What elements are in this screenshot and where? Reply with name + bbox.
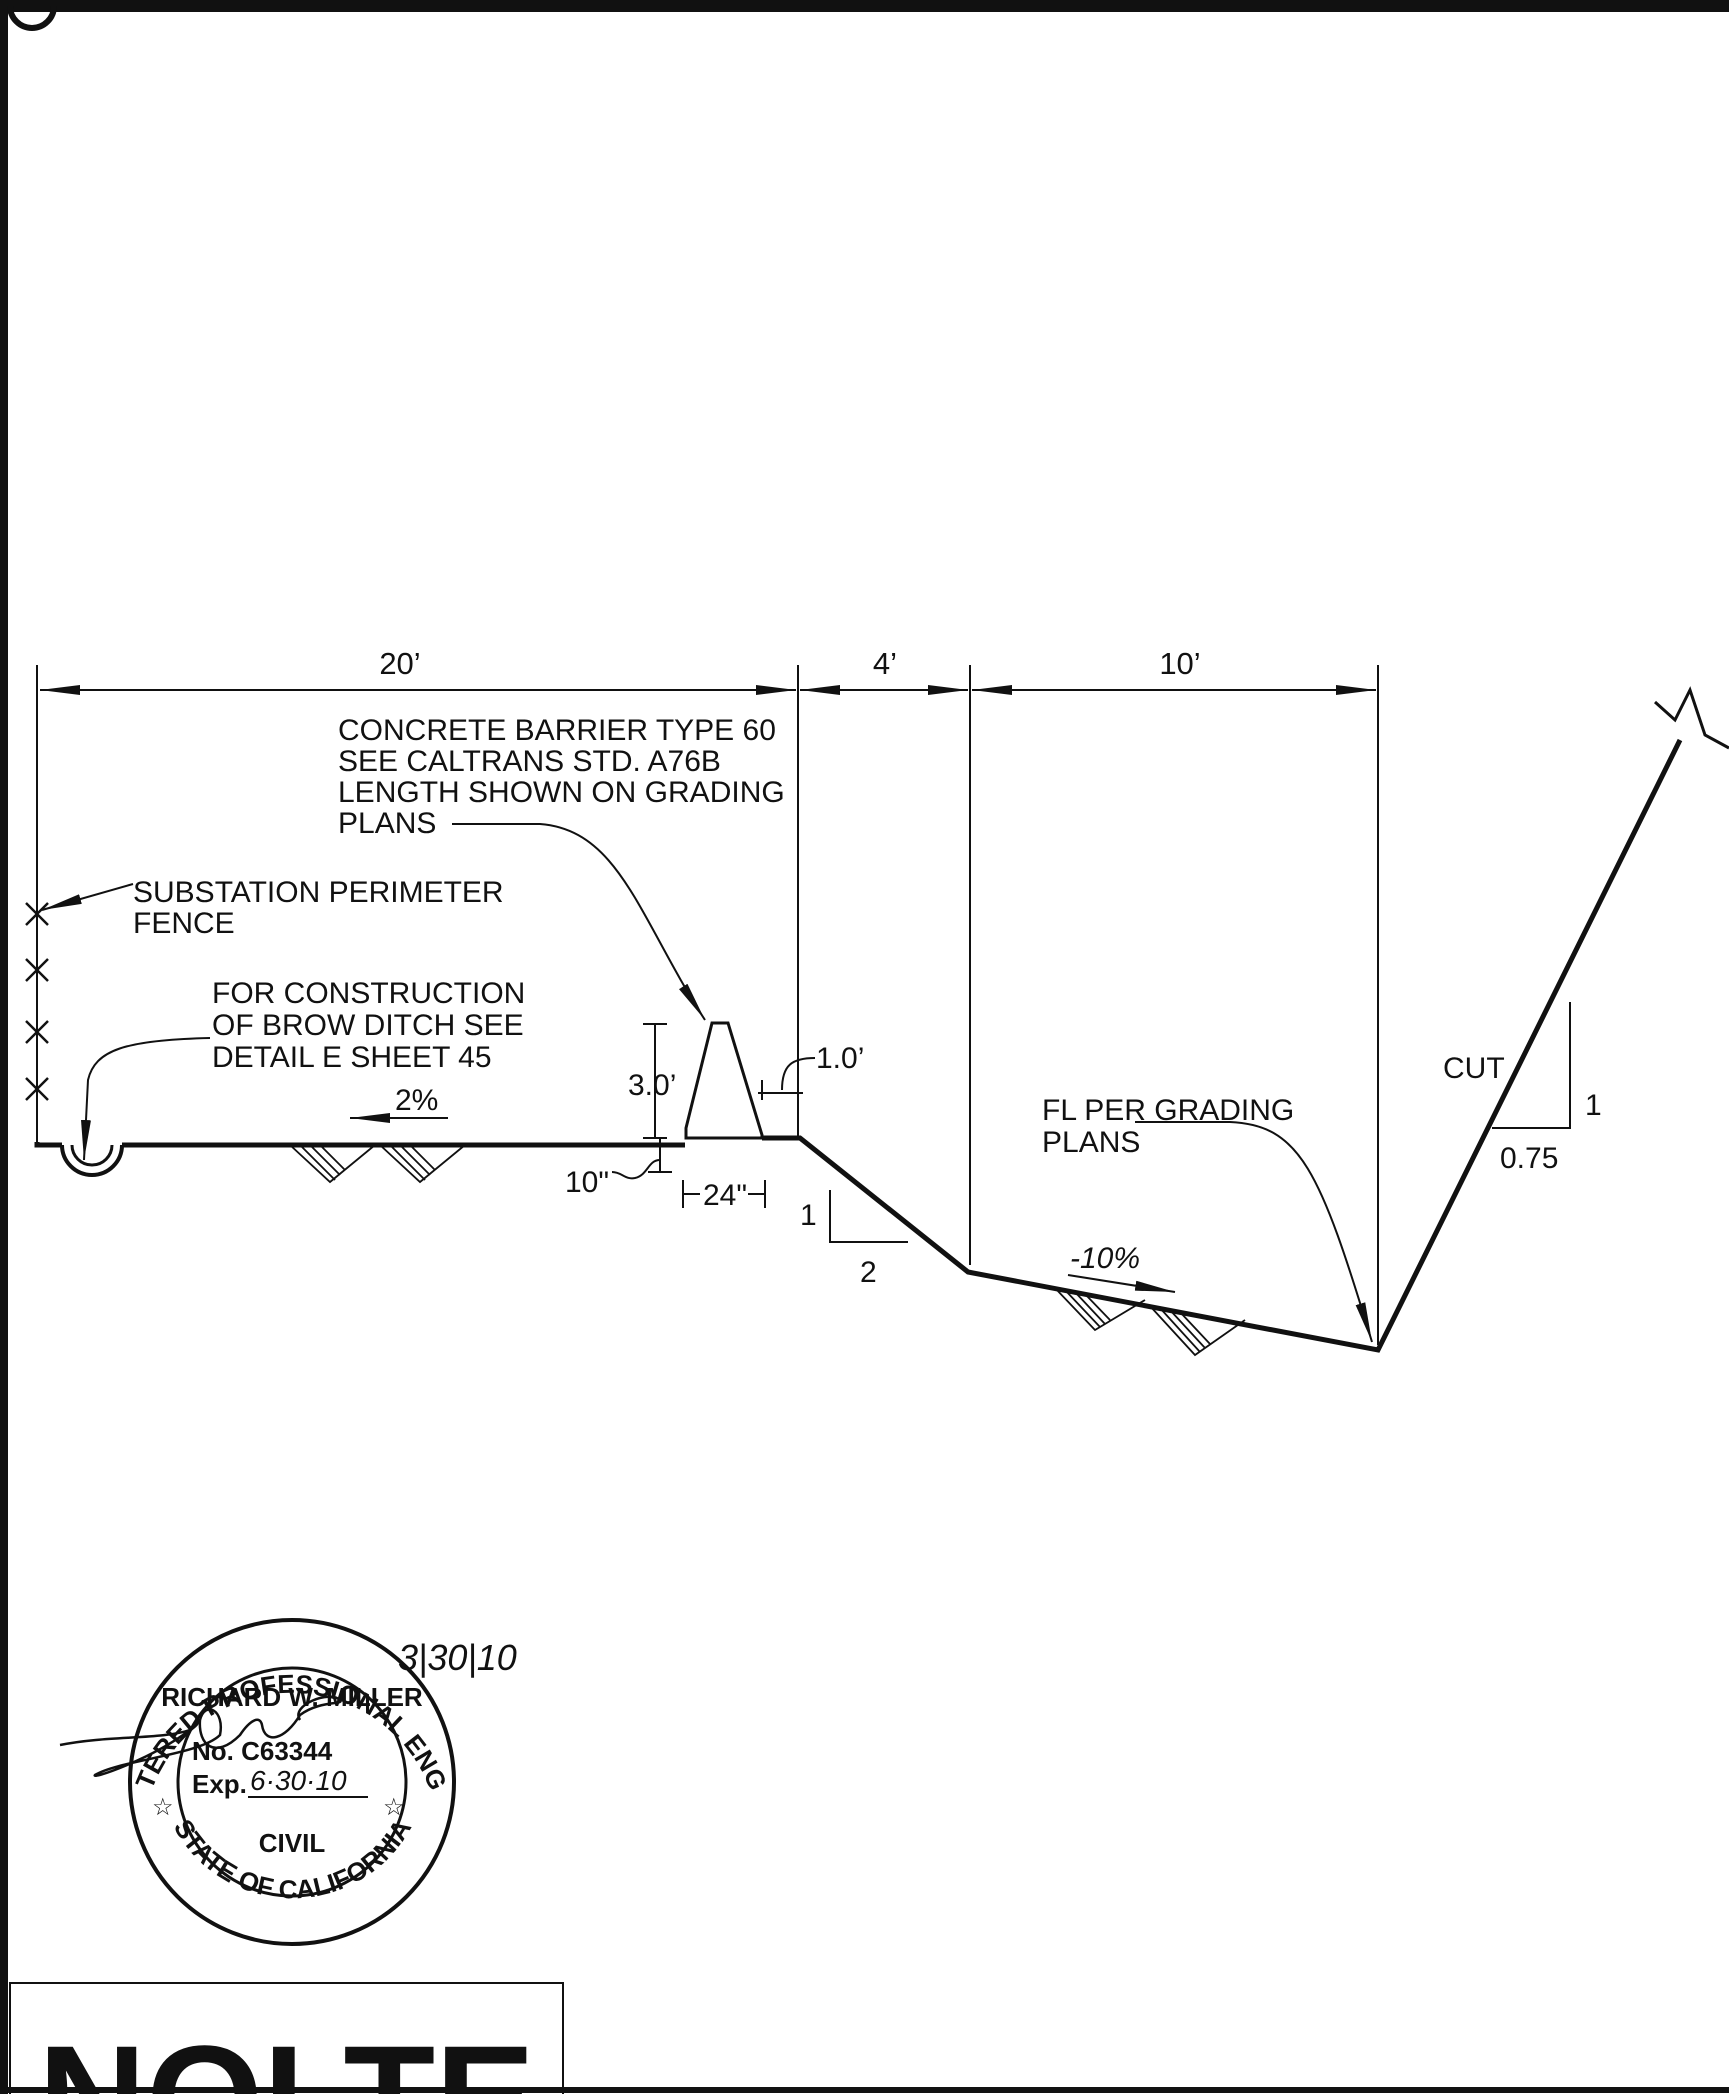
ground-profile (34, 738, 1683, 1353)
seal-discipline: CIVIL (259, 1828, 326, 1858)
seal-exp-label: Exp. (192, 1769, 247, 1799)
base-label: 24" (703, 1179, 747, 1212)
earth-hatch-left (289, 1144, 466, 1184)
engineer-seal: REGISTERED PROFESSIONAL ENGINEER STATE O… (0, 0, 517, 1946)
barrier-leader (452, 823, 706, 1021)
company-logo: NOLTE (38, 2014, 535, 2094)
depth-dimension (611, 1138, 672, 1180)
seal-exp-date: 6·30·10 (250, 1765, 347, 1796)
brow-ditch-note: FOR CONSTRUCTION OF BROW DITCH SEE DETAI… (212, 977, 525, 1074)
break-line-symbol (1653, 686, 1729, 750)
fence-note: SUBSTATION PERIMETER FENCE (133, 876, 504, 940)
flowline-note: FL PER GRADING PLANS (1042, 1094, 1294, 1159)
fence-leader (41, 883, 134, 911)
offset-label: 1.0’ (816, 1042, 864, 1075)
fence-note-line-1: SUBSTATION PERIMETER (133, 876, 504, 909)
perimeter-fence (25, 902, 49, 1101)
brow-ditch-note-line-3: DETAIL E SHEET 45 (212, 1041, 492, 1074)
barrier-height-dimension (643, 1023, 667, 1139)
depth-label: 10" (565, 1166, 609, 1199)
ditch-grade-label: -10% (1070, 1242, 1140, 1275)
seal-star-left: ☆ (152, 1794, 174, 1821)
seal-license: No. C63344 (192, 1736, 333, 1766)
brow-ditch (60, 1144, 124, 1177)
fence-note-line-2: FENCE (133, 907, 235, 940)
fill-run-label: 2 (860, 1256, 877, 1289)
barrier-note-line-4: PLANS (338, 807, 436, 840)
barrier-note-line-1: CONCRETE BARRIER TYPE 60 (338, 714, 776, 747)
base-dimension (682, 1180, 766, 1208)
flowline-leader (1135, 1121, 1373, 1343)
flowline-note-line-2: PLANS (1042, 1126, 1140, 1159)
brow-ditch-leader (81, 1037, 211, 1161)
cut-label: CUT (1443, 1052, 1505, 1085)
pad-grade-label: 2% (395, 1084, 438, 1117)
barrier-note-line-2: SEE CALTRANS STD. A76B (338, 745, 721, 778)
dimension-10-label: 10’ (1159, 646, 1200, 681)
sign-date: 3|30|10 (398, 1637, 517, 1678)
brow-ditch-note-line-1: FOR CONSTRUCTION (212, 977, 525, 1010)
cut-slope-triangle (1492, 1002, 1571, 1129)
ditch-grade-arrow (1067, 1274, 1176, 1293)
brow-ditch-note-line-2: OF BROW DITCH SEE (212, 1009, 524, 1042)
cut-run-label: 0.75 (1500, 1142, 1558, 1175)
offset-dimension (758, 1057, 816, 1100)
title-block-box (9, 1982, 564, 2094)
cut-rise-label: 1 (1585, 1089, 1602, 1122)
barrier-note-line-3: LENGTH SHOWN ON GRADING (338, 776, 785, 809)
seal-name: RICHARD W. MILLER (161, 1682, 423, 1712)
dimension-4-label: 4’ (873, 646, 897, 681)
seal-star-right: ☆ (383, 1794, 405, 1821)
barrier-note: CONCRETE BARRIER TYPE 60 SEE CALTRANS ST… (338, 714, 785, 840)
fill-slope-triangle (829, 1190, 908, 1243)
fill-rise-label: 1 (800, 1199, 817, 1232)
earth-hatch-right (1054, 1287, 1246, 1357)
signature (59, 1695, 342, 1778)
concrete-barrier (684, 1021, 764, 1140)
barrier-height-label: 3.0’ (628, 1069, 676, 1102)
dimension-20-label: 20’ (379, 646, 420, 681)
